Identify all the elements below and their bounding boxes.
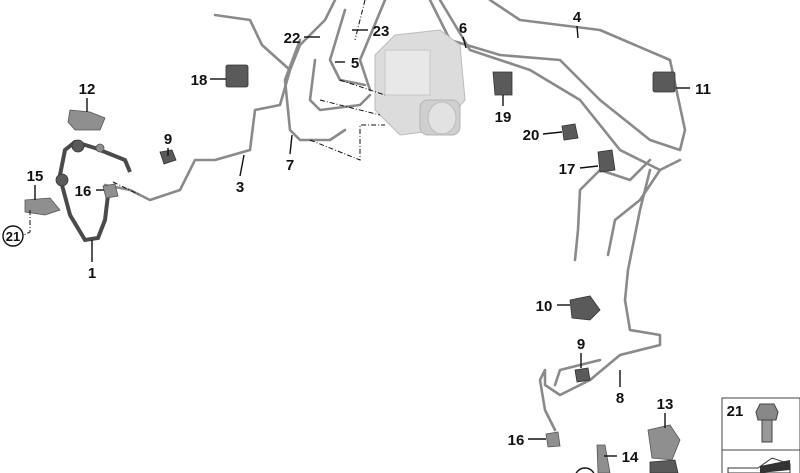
- label-12: 12: [79, 81, 96, 98]
- bolt-icon: [755, 403, 779, 421]
- callout-circle-21: [2, 225, 24, 247]
- part-13-bracket: [647, 424, 681, 461]
- label-21-circle: 21: [6, 229, 20, 244]
- label-16: 16: [75, 183, 92, 200]
- inset-box-21: [721, 397, 800, 473]
- part-17-clip: [597, 149, 616, 173]
- callout-circle-21b: [575, 467, 595, 473]
- part-14-bracket: [596, 444, 611, 473]
- label-11: 11: [695, 81, 711, 98]
- part-12-bracket: [67, 109, 106, 131]
- part-19-clip: [492, 71, 513, 96]
- part-11-pad: [652, 71, 676, 93]
- part-16b-fitting: [545, 431, 561, 448]
- part-13b-clip: [649, 459, 679, 473]
- part-20-clip: [561, 123, 579, 141]
- part-labels: 1 3 4 5 6 7 8 9 9 10 11 12 13 14 15 16 1…: [6, 9, 744, 466]
- label-21-box: 21: [727, 403, 744, 420]
- label-5: 5: [351, 55, 359, 72]
- label-19: 19: [495, 109, 512, 126]
- label-22: 22: [284, 30, 301, 47]
- leader-lines: [23, 0, 690, 457]
- label-8: 8: [616, 390, 624, 407]
- label-20: 20: [523, 127, 540, 144]
- label-4: 4: [573, 9, 582, 26]
- part-15-bracket: [24, 197, 61, 216]
- brake-pipes: [103, 0, 687, 432]
- label-3: 3: [236, 179, 244, 196]
- label-14: 14: [622, 449, 639, 466]
- label-9: 9: [164, 131, 172, 148]
- label-18: 18: [191, 72, 208, 89]
- part-16-fitting: [102, 183, 119, 199]
- label-23: 23: [373, 23, 390, 40]
- label-9-lower: 9: [577, 336, 585, 353]
- label-10: 10: [536, 298, 553, 315]
- label-17: 17: [559, 161, 576, 178]
- small-parts: [24, 64, 681, 473]
- brake-hose-1: [55, 139, 132, 243]
- label-16-lower: 16: [508, 432, 525, 449]
- part-10-bracket: [569, 295, 601, 321]
- part-18-pad: [225, 64, 249, 88]
- label-1: 1: [88, 265, 96, 282]
- abs-hydraulic-unit: [374, 29, 466, 136]
- label-15: 15: [27, 168, 44, 185]
- label-6: 6: [459, 20, 467, 37]
- label-7: 7: [286, 157, 294, 174]
- label-13: 13: [657, 396, 674, 413]
- part-9b-sensor: [574, 367, 591, 383]
